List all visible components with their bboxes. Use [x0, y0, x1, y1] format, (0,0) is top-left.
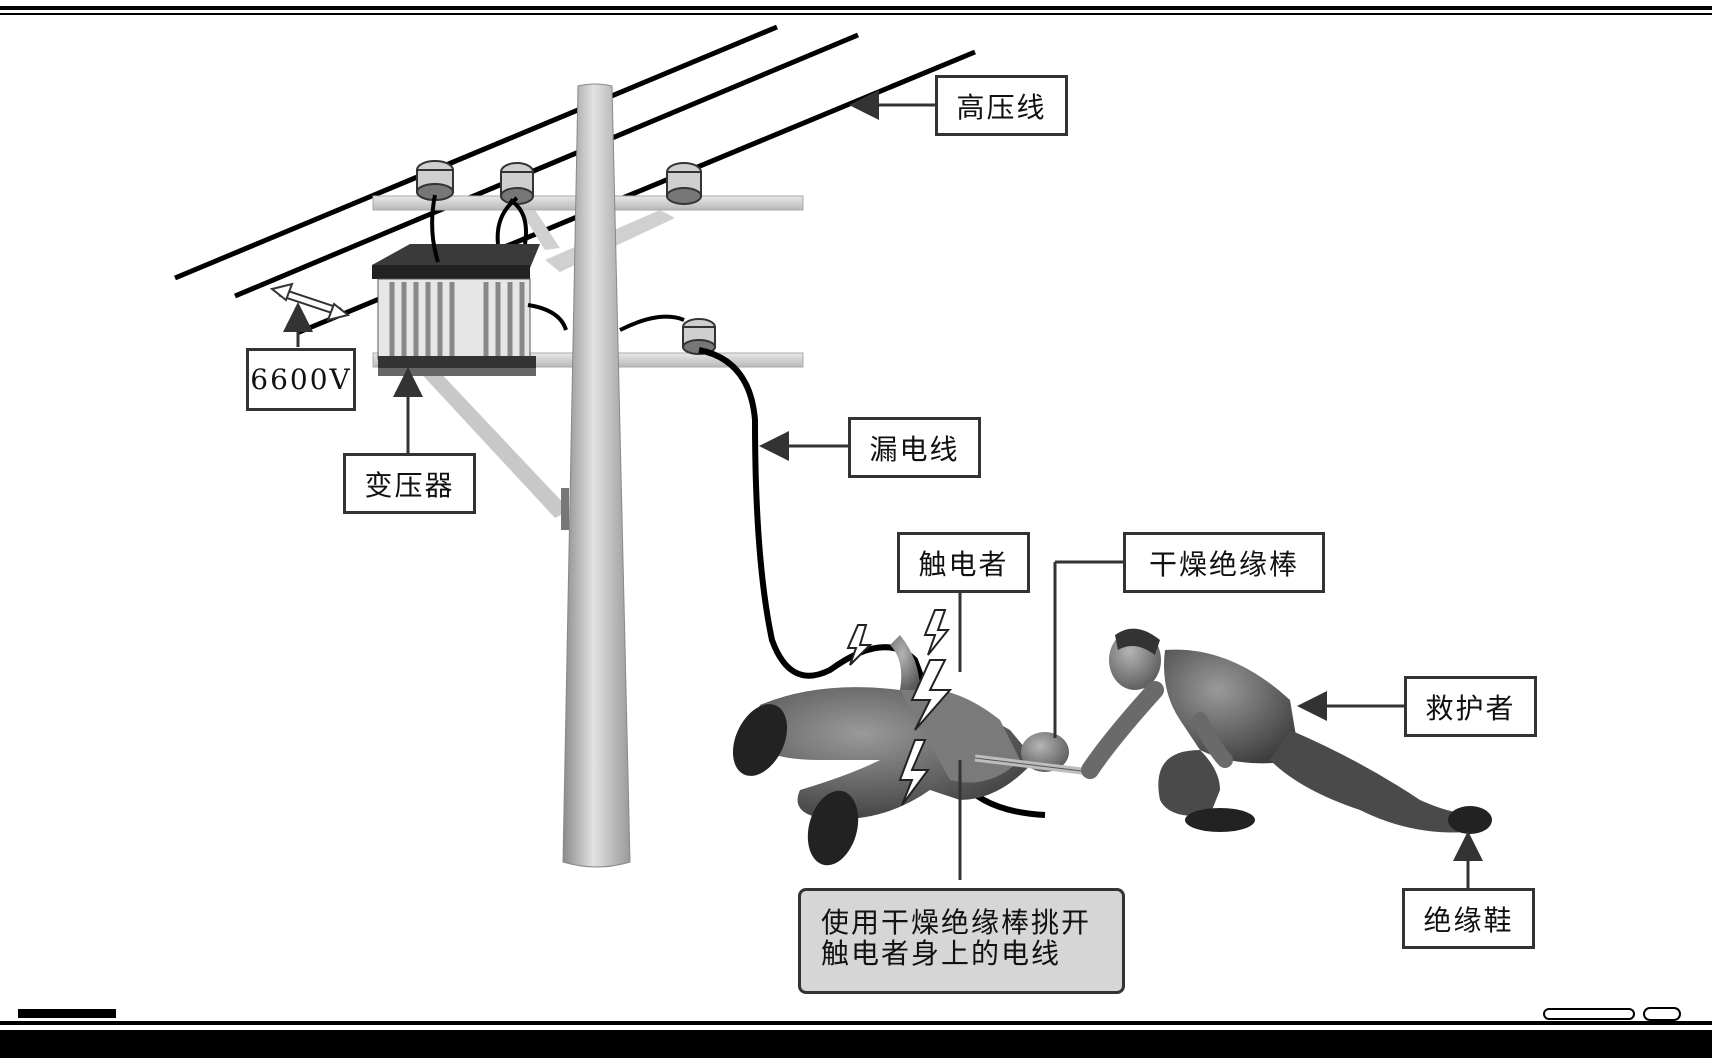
bottom-rule-thick — [0, 1030, 1712, 1058]
instruction-line-1: 使用干燥绝缘棒挑开 — [821, 906, 1092, 939]
transformer — [372, 244, 540, 376]
bottom-rule — [0, 1021, 1712, 1025]
insulators — [416, 160, 716, 355]
voltage-double-arrow — [269, 282, 351, 322]
victim-figure — [732, 635, 1069, 866]
instruction-note: 使用干燥绝缘棒挑开 触电者身上的电线 — [798, 888, 1125, 994]
transformer-leads — [430, 194, 685, 332]
label-transformer: 变压器 — [343, 453, 476, 514]
label-victim: 触电者 — [897, 532, 1030, 593]
bottom-right-block — [1518, 1036, 1650, 1058]
leader-lines — [283, 90, 1483, 888]
bottom-right-ornament — [1543, 1007, 1681, 1021]
top-rule — [0, 6, 1712, 10]
bottom-left-mark — [18, 1009, 116, 1018]
label-leaking-wire: 漏电线 — [848, 417, 981, 478]
label-high-voltage-line: 高压线 — [935, 75, 1068, 136]
rescuer-figure — [1081, 628, 1492, 834]
label-insulating-shoes: 绝缘鞋 — [1402, 888, 1535, 949]
utility-pole — [562, 83, 631, 868]
label-dry-insulating-rod: 干燥绝缘棒 — [1123, 532, 1325, 593]
label-voltage: 6600V — [246, 348, 356, 411]
top-rule-thin — [0, 13, 1712, 15]
instruction-line-2: 触电者身上的电线 — [821, 937, 1062, 970]
label-rescuer: 救护者 — [1404, 676, 1537, 737]
electric-sparks — [846, 609, 953, 806]
